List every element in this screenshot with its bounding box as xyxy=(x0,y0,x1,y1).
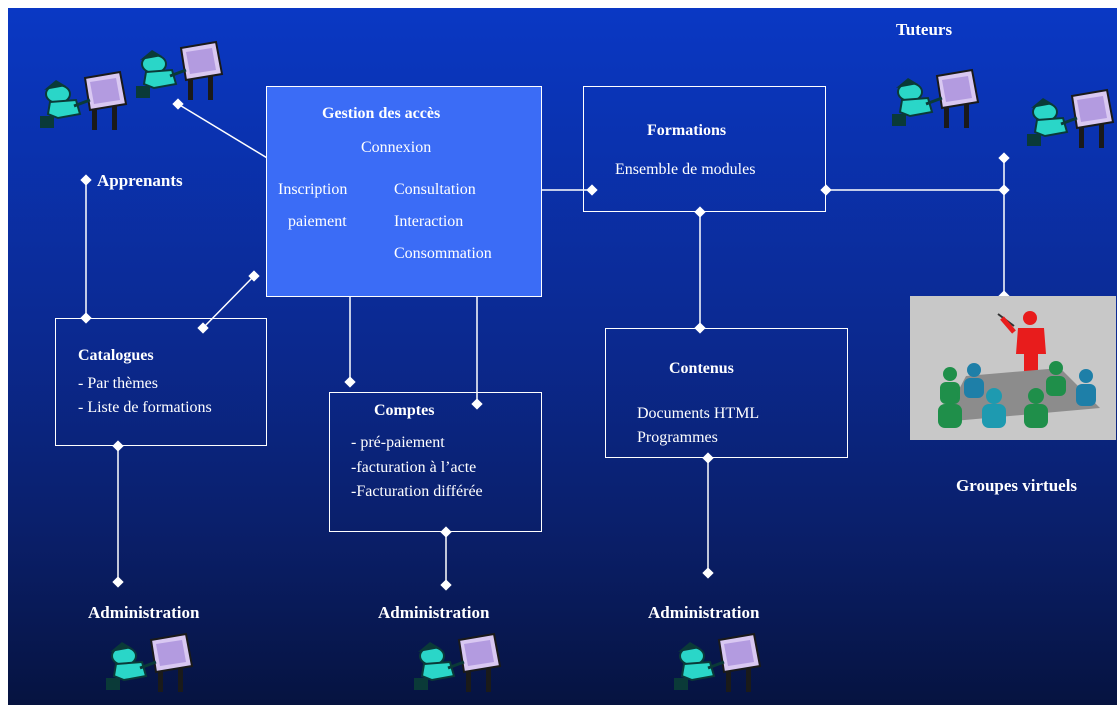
administration-label-1: Administration xyxy=(88,603,200,622)
gestion-inscription: Inscription xyxy=(278,181,348,198)
apprenants-label: Apprenants xyxy=(97,171,183,190)
comptes-title: Comptes xyxy=(374,402,435,419)
groupes-virtuels-label: Groupes virtuels xyxy=(956,476,1078,495)
gestion-connexion: Connexion xyxy=(361,139,432,156)
virtual-group-teacher-icon xyxy=(910,296,1116,440)
contenus-title: Contenus xyxy=(669,360,734,377)
comptes-line1: - pré-paiement xyxy=(351,434,445,451)
person-at-computer-icon xyxy=(40,70,128,130)
person-at-computer-icon xyxy=(1027,88,1115,148)
catalogues-line1: - Par thèmes xyxy=(78,375,158,392)
gestion-des-acces-box xyxy=(266,86,542,297)
administration-label-3: Administration xyxy=(648,603,760,622)
comptes-line2: -facturation à l’acte xyxy=(351,459,477,476)
formations-box xyxy=(583,86,826,212)
person-at-computer-icon xyxy=(674,632,762,692)
tuteurs-label: Tuteurs xyxy=(896,20,953,39)
gestion-paiement: paiement xyxy=(288,213,347,230)
person-at-computer-icon xyxy=(892,68,980,128)
administration-label-2: Administration xyxy=(378,603,490,622)
gestion-consultation: Consultation xyxy=(394,181,476,198)
person-at-computer-icon xyxy=(414,632,502,692)
formations-title: Formations xyxy=(647,122,727,139)
contenus-line1: Documents HTML xyxy=(637,405,760,422)
catalogues-box xyxy=(55,318,267,446)
catalogues-title: Catalogues xyxy=(78,347,154,364)
contenus-line2: Programmes xyxy=(637,429,718,446)
contenus-box xyxy=(605,328,848,458)
comptes-line3: -Facturation différée xyxy=(351,483,483,500)
formations-text: Ensemble de modules xyxy=(615,161,756,178)
person-at-computer-icon xyxy=(136,40,224,100)
catalogues-line2: - Liste de formations xyxy=(78,399,212,416)
gestion-title: Gestion des accès xyxy=(322,105,441,122)
person-at-computer-icon xyxy=(106,632,194,692)
gestion-interaction: Interaction xyxy=(394,213,464,230)
gestion-consommation: Consommation xyxy=(394,245,492,262)
comptes-box xyxy=(329,392,542,532)
